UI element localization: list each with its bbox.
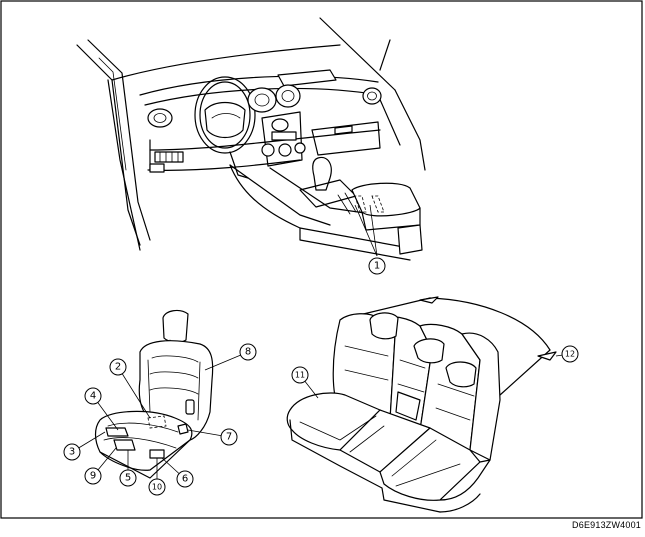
callout-2-label: 2: [115, 362, 121, 373]
leader-lines: [71, 204, 571, 487]
callout-5-label: 5: [125, 473, 131, 484]
callout-8-label: 8: [245, 347, 251, 358]
figure-code: D6E913ZW4001: [572, 520, 641, 530]
callout-9-label: 9: [90, 471, 96, 482]
callout-12: 12: [561, 345, 579, 363]
callout-2: 2: [109, 358, 127, 376]
diagram-border: [0, 0, 643, 519]
rear-seat-illustration: [286, 296, 557, 513]
dashboard-illustration: [76, 17, 426, 261]
callout-11: 11: [291, 366, 309, 384]
callout-3: 3: [63, 443, 81, 461]
callout-4: 4: [84, 387, 102, 405]
callout-4-label: 4: [90, 391, 96, 402]
callout-5: 5: [119, 469, 137, 487]
callout-10: 10: [148, 478, 166, 496]
callout-10-label: 10: [152, 483, 162, 492]
callout-7-label: 7: [226, 432, 232, 443]
callout-3-label: 3: [69, 447, 75, 458]
callout-6: 6: [176, 470, 194, 488]
callout-12-label: 12: [565, 350, 575, 359]
callout-8: 8: [239, 343, 257, 361]
callout-11-label: 11: [295, 371, 305, 380]
callout-1: 1: [368, 257, 386, 275]
callout-9: 9: [84, 467, 102, 485]
front-seat-illustration: [94, 309, 214, 479]
callout-6-label: 6: [182, 474, 188, 485]
callout-1-label: 1: [374, 261, 380, 272]
callout-7: 7: [220, 428, 238, 446]
